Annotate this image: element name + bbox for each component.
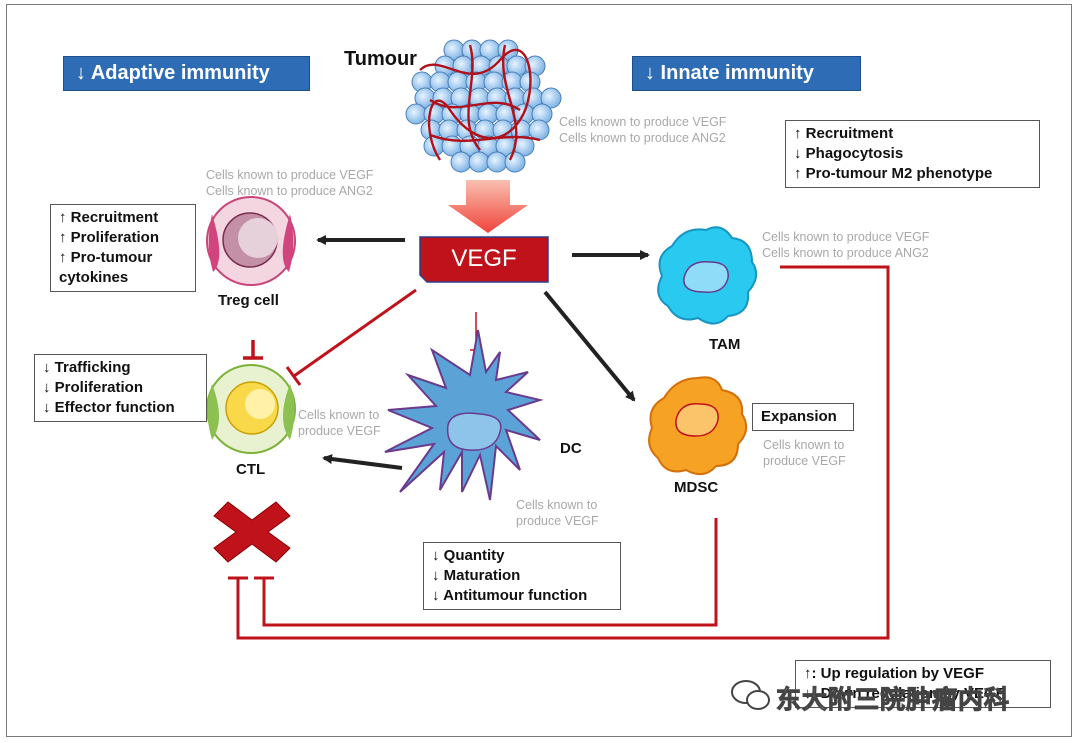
innate-immunity-header: ↓ Innate immunity [632, 56, 861, 91]
red-x-icon [213, 501, 291, 563]
inhibit-vegf-to-ctl-bar [285, 366, 302, 386]
legend-box: ↑: Up regulation by VEGF↓: Down regulati… [795, 660, 1051, 708]
tam-cell-icon [657, 226, 758, 325]
inhibit-tam-loop [236, 265, 890, 640]
inhibit-mdsc-loop [262, 518, 718, 627]
tumour-cell [450, 151, 472, 173]
dc-label: DC [560, 440, 582, 457]
tumour-cell [486, 151, 508, 173]
mdsc-effects-box: Expansion [752, 403, 854, 431]
vegf-block [419, 236, 549, 283]
mdsc-cell-icon [648, 376, 748, 476]
inhibit-vegf-to-ctl [293, 288, 417, 378]
tumour-cluster [405, 39, 562, 173]
diagram-frame [6, 4, 1072, 737]
dc-cell-icon [384, 329, 544, 501]
tumour-to-vegf-arrow [448, 180, 528, 233]
dc-effects-box: ↓ Quantity↓ Maturation↓ Antitumour funct… [423, 542, 621, 610]
ctl-label: CTL [236, 461, 266, 478]
watermark: 东大附三院肿瘤内科 [726, 676, 1066, 716]
treg-cell-icon [206, 196, 296, 286]
tumour-cell [540, 87, 562, 109]
tam-effects-box: ↑ Recruitment↓ Phagocytosis↑ Pro-tumour … [785, 120, 1040, 188]
ctl-effects-box: ↓ Trafficking↓ Proliferation↓ Effector f… [34, 354, 207, 422]
arrow-vegf-to-mdsc [543, 290, 636, 402]
ctl-cell-icon [206, 364, 296, 454]
adaptive-immunity-header: ↓ Adaptive immunity [63, 56, 310, 91]
tumour-cell [405, 103, 427, 125]
tam-label: TAM [709, 336, 741, 353]
treg-effects-box: ↑ Recruitment↑ Proliferation↑ Pro-tumour… [50, 204, 196, 292]
watermark-text: 东大附三院肿瘤内科 [775, 686, 1011, 715]
wechat-icon [731, 680, 770, 710]
mdsc-label: MDSC [674, 479, 719, 496]
vegf-label: VEGF [451, 245, 517, 272]
treg-label: Treg cell [218, 292, 279, 309]
tumour-cell [528, 119, 550, 141]
tumour-cell [504, 151, 526, 173]
arrow-dc-to-ctl [322, 454, 403, 470]
tumour-cell [468, 151, 490, 173]
inhibition-lines [228, 265, 890, 640]
tumour-vessels [419, 44, 541, 161]
tumour-label: Tumour [344, 48, 417, 70]
